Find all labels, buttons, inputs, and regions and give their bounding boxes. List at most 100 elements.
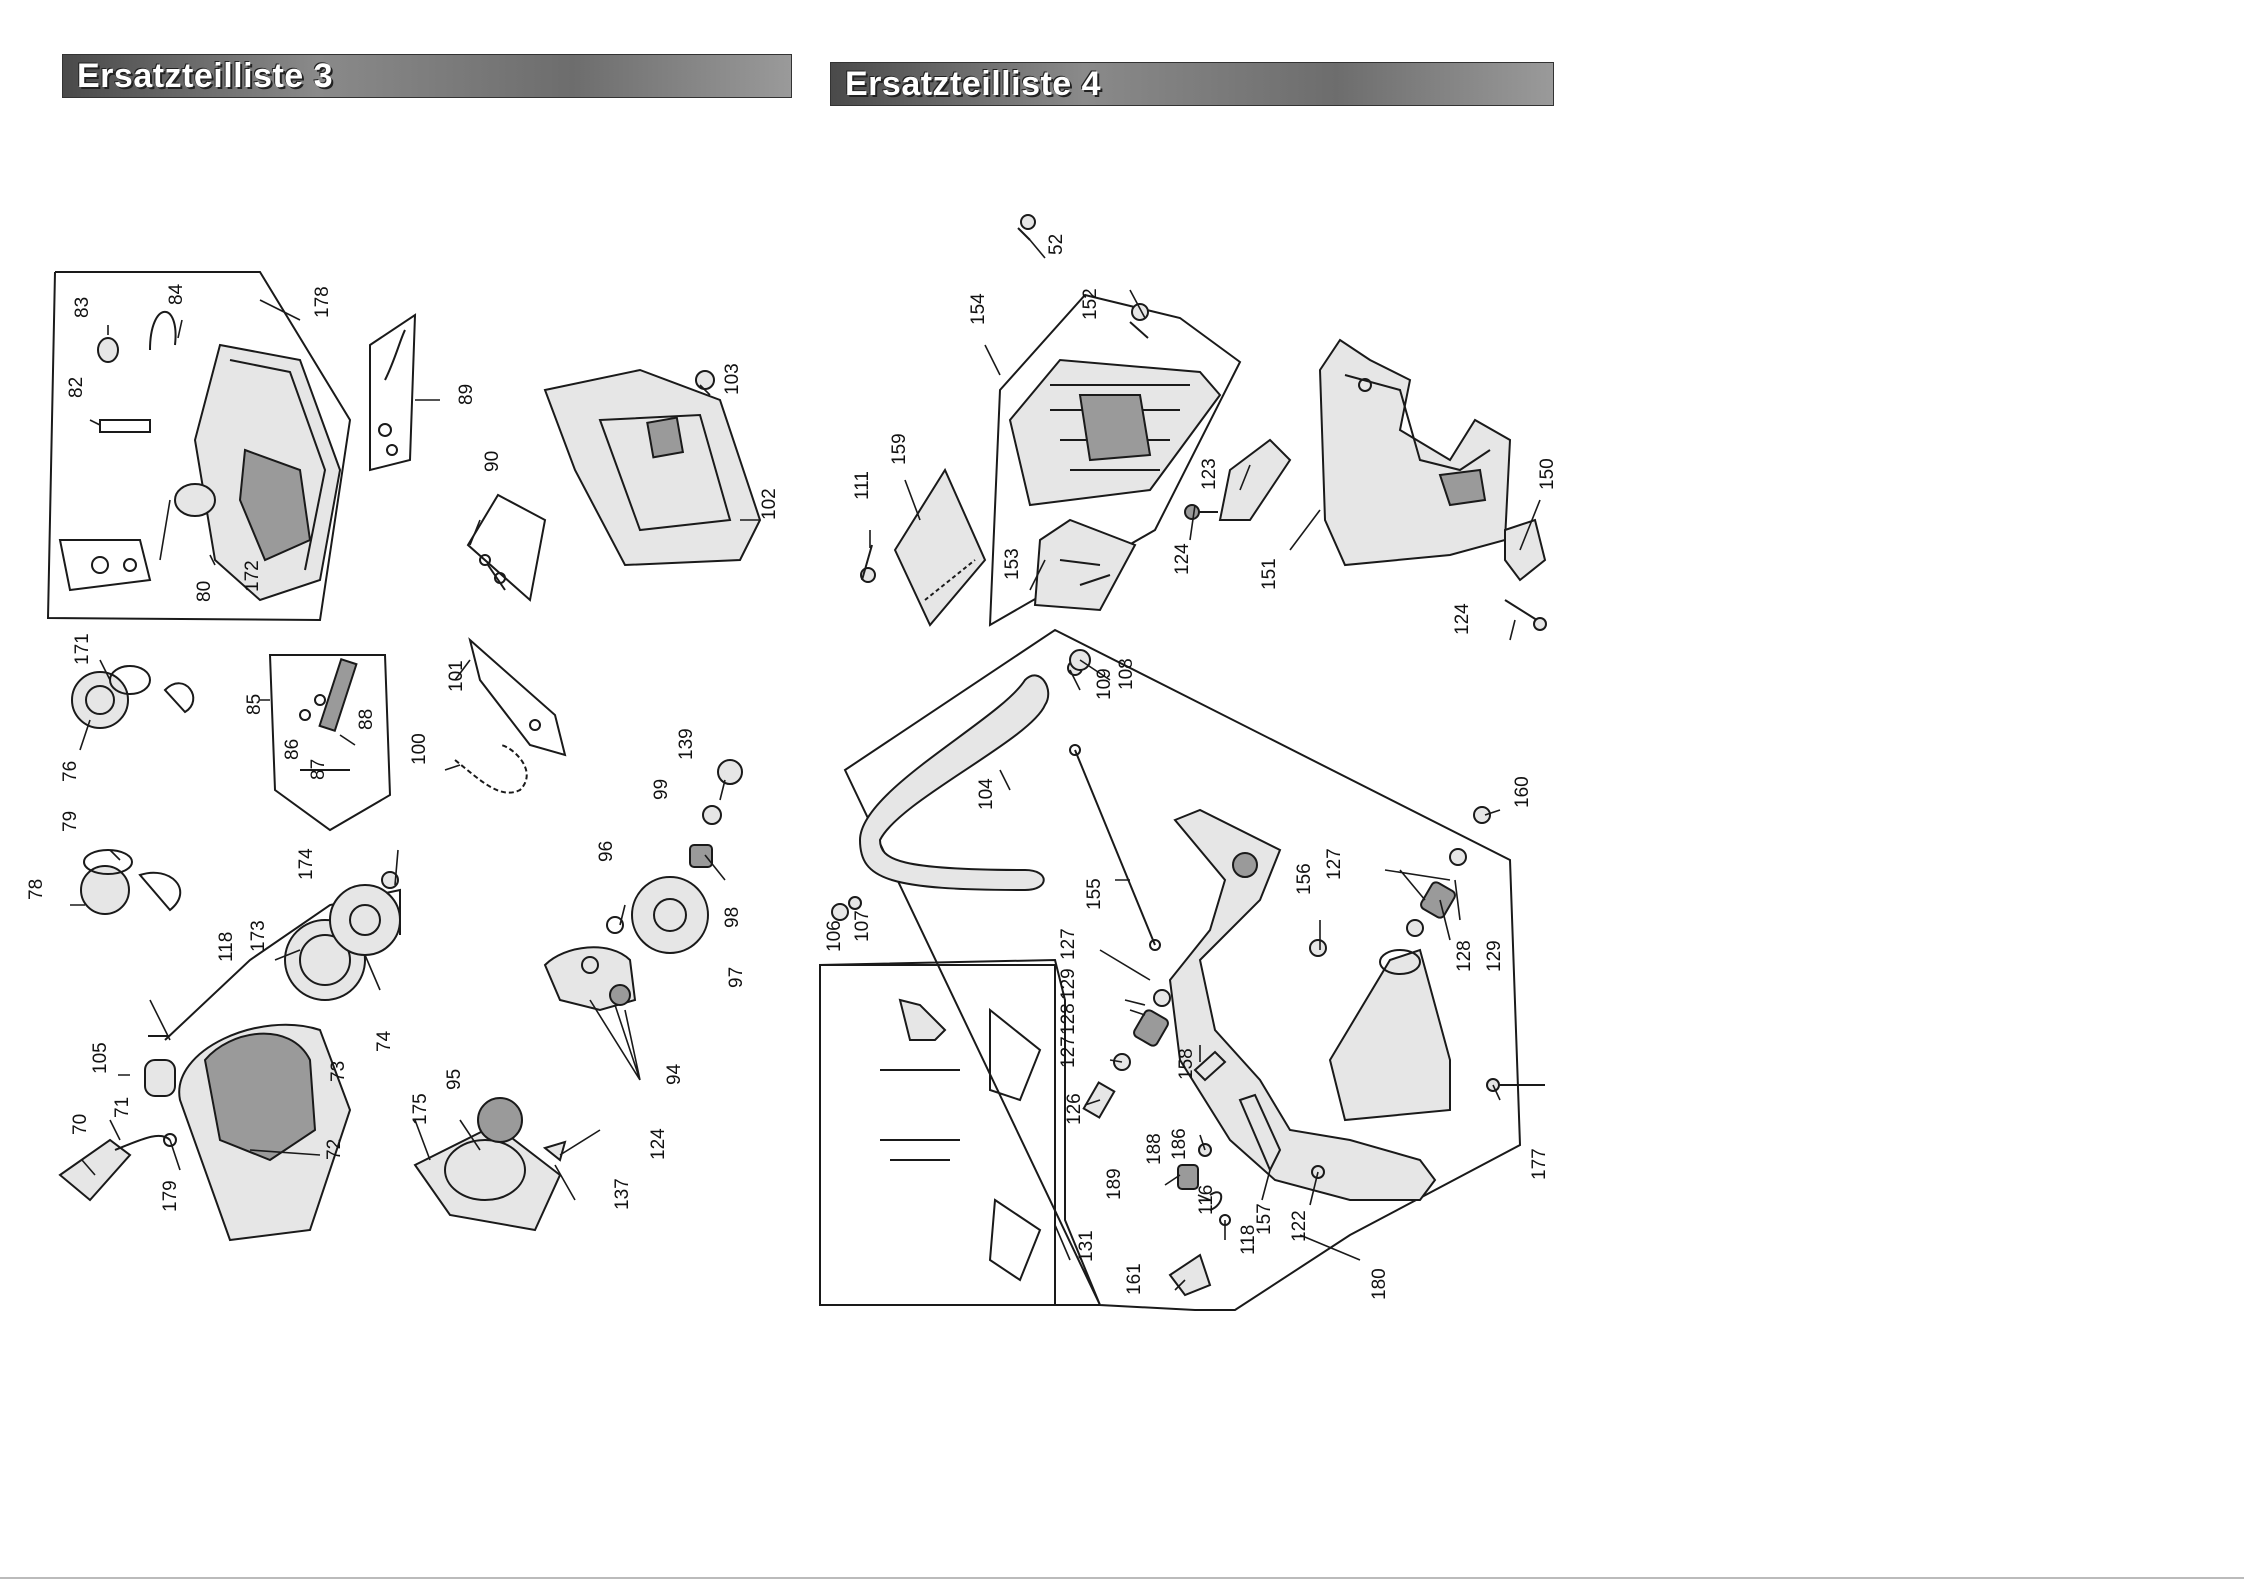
chain-cover-102 — [543, 368, 762, 567]
guide-bar-101 — [468, 637, 567, 757]
callout-p82: 82 — [66, 377, 87, 398]
callout-p124a: 124 — [648, 1128, 669, 1160]
callout-p180: 180 — [1369, 1268, 1390, 1300]
callout-p126: 126 — [1064, 1093, 1085, 1125]
callout-p101: 101 — [446, 660, 467, 692]
callout-p72: 72 — [324, 1139, 345, 1160]
callout-p179: 179 — [160, 1180, 181, 1212]
callout-p84: 84 — [166, 283, 187, 305]
part-150 — [1504, 518, 1547, 582]
callout-p158: 158 — [1176, 1048, 1197, 1080]
washer-96 — [606, 916, 624, 934]
callout-p111: 111 — [852, 471, 873, 500]
callout-p86: 86 — [282, 739, 303, 760]
rod-155 — [1074, 749, 1156, 946]
callout-p107: 107 — [852, 910, 873, 942]
nut-139 — [717, 759, 743, 785]
callout-p137: 137 — [612, 1178, 633, 1210]
parts-list-3-title: Ersatzteilliste 3 — [77, 57, 334, 95]
bolt-52 — [1020, 214, 1036, 230]
part-158 — [1193, 1050, 1227, 1082]
callout-p85: 85 — [244, 694, 265, 715]
nut-160 — [1473, 806, 1491, 824]
callout-p116: 116 — [1196, 1185, 1217, 1215]
callout-p79: 79 — [60, 811, 81, 832]
callout-p128b: 128 — [1454, 940, 1475, 972]
lever-157 — [1238, 1093, 1282, 1173]
parts-list-3-drawing — [46, 271, 762, 1242]
rewind-74 — [329, 884, 401, 956]
callout-p127c: 127 — [1058, 1036, 1079, 1068]
cable-84 — [149, 310, 177, 351]
callout-p150: 150 — [1537, 458, 1558, 490]
part-123 — [1218, 438, 1292, 521]
callout-p105: 105 — [90, 1042, 111, 1074]
fuel-tank — [1328, 948, 1451, 1122]
callout-p97: 97 — [726, 967, 747, 988]
callout-p108: 108 — [1116, 658, 1137, 690]
callout-p78: 78 — [26, 879, 47, 900]
callout-p99: 99 — [651, 779, 672, 800]
callout-p131: 131 — [1076, 1230, 1097, 1262]
parts-list-4-header: Ersatzteilliste 4 — [830, 62, 1554, 106]
bearing-98 — [689, 844, 713, 868]
callout-p157: 157 — [1254, 1203, 1275, 1235]
plate-159 — [893, 467, 987, 627]
callout-p153: 153 — [1002, 548, 1023, 580]
front-handle-104 — [858, 674, 1050, 892]
callout-p73: 73 — [328, 1061, 349, 1082]
tank-cap-76 — [71, 671, 129, 729]
callout-p178: 178 — [312, 286, 333, 318]
cover-group-154-box — [988, 293, 1242, 627]
oil-cap-78 — [80, 865, 130, 915]
callout-p155: 155 — [1084, 878, 1105, 910]
rear-handle-180 — [1168, 808, 1437, 1201]
callout-p96: 96 — [596, 841, 617, 862]
callout-p160: 160 — [1512, 776, 1533, 808]
parts-list-4-title: Ersatzteilliste 4 — [845, 65, 1102, 103]
callout-p188: 188 — [1144, 1133, 1165, 1165]
callout-p159: 159 — [889, 433, 910, 465]
gasket-80 — [174, 483, 216, 517]
callout-p95: 95 — [444, 1069, 465, 1090]
callout-p102: 102 — [759, 488, 780, 520]
housing-151 — [1318, 338, 1512, 567]
callout-p74: 74 — [374, 1030, 395, 1052]
callout-p129b: 129 — [1484, 940, 1505, 972]
starter-rope-71 — [114, 1134, 171, 1151]
callout-p118: 118 — [216, 932, 237, 962]
part-188 — [1177, 1164, 1199, 1190]
callout-p103: 103 — [722, 363, 743, 395]
callout-p100: 100 — [409, 733, 430, 765]
callout-p156: 156 — [1294, 863, 1315, 895]
washer-137 — [542, 1140, 567, 1162]
callout-p70: 70 — [70, 1114, 91, 1135]
screw-82 — [99, 419, 151, 433]
starter-handle-70 — [58, 1138, 132, 1202]
callout-p71: 71 — [112, 1097, 133, 1118]
screw-124 — [1184, 504, 1200, 520]
callout-p186: 186 — [1169, 1128, 1190, 1160]
callout-p109: 109 — [1094, 668, 1115, 700]
screw-106 — [831, 903, 849, 921]
callout-p172: 172 — [242, 560, 263, 592]
washer-107 — [848, 896, 862, 910]
air-filter-group-box — [46, 271, 352, 622]
callout-p174: 174 — [296, 848, 317, 880]
callout-p173: 173 — [248, 920, 269, 952]
callout-p152: 152 — [1080, 288, 1101, 320]
callout-p128a: 128 — [1058, 1003, 1079, 1035]
callout-p177: 177 — [1529, 1148, 1550, 1180]
callout-p94: 94 — [664, 1063, 685, 1085]
callout-p129a: 129 — [1058, 968, 1079, 1000]
callout-p52: 52 — [1046, 234, 1067, 255]
callout-p83: 83 — [72, 297, 93, 318]
callout-p106: 106 — [824, 920, 845, 952]
nut-156 — [1309, 939, 1327, 957]
callout-p80: 80 — [194, 581, 215, 602]
callout-p89: 89 — [456, 384, 477, 405]
washer-99 — [702, 805, 722, 825]
parts-list-3-header: Ersatzteilliste 3 — [62, 54, 792, 98]
callout-p122: 122 — [1289, 1210, 1310, 1242]
